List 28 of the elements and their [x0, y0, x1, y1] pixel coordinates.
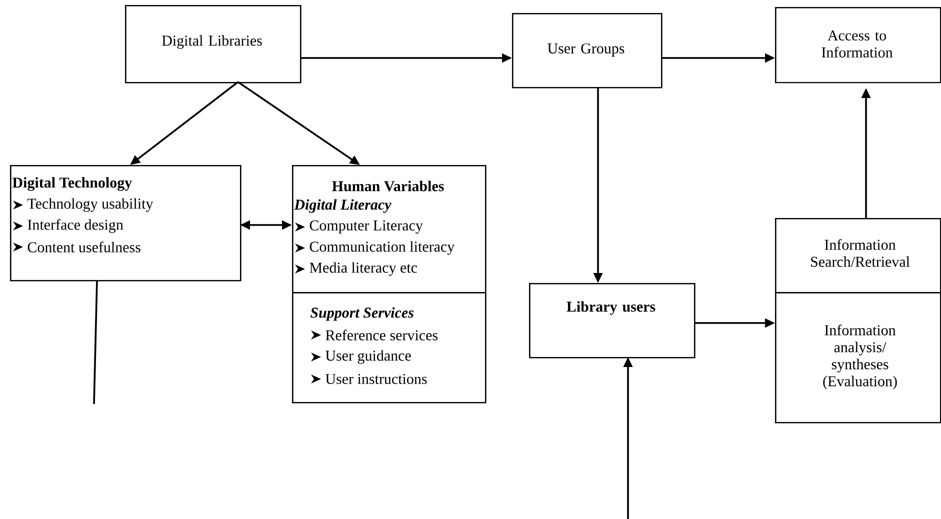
box-label: Access to Information: [822, 30, 893, 58]
list-item: Content usefulness: [13, 242, 140, 252]
process-box: [512, 13, 662, 88]
list-item: Computer Literacy: [295, 220, 423, 234]
process-box: [529, 283, 696, 358]
process-box: [10, 165, 242, 282]
list-item: Interface design: [13, 219, 124, 233]
box-heading: Digital Technology: [12, 177, 132, 191]
process-box: [292, 292, 486, 404]
list-item: Reference services: [311, 330, 438, 340]
box-label: Digital Libraries: [162, 35, 262, 49]
box-heading: Digital Literacy: [294, 199, 392, 213]
process-box: [775, 292, 941, 424]
list-item: Communication literacy: [295, 241, 455, 255]
process-box: [292, 165, 486, 294]
box-label: Library users: [566, 301, 656, 315]
box-label: User Groups: [548, 43, 624, 57]
process-box: [775, 218, 941, 294]
box-label: Information analysis/ syntheses (Evaluation): [823, 324, 897, 390]
list-item: User guidance: [311, 350, 411, 364]
process-box: [125, 5, 302, 84]
process-box: [775, 7, 941, 84]
list-item: User instructions: [311, 374, 427, 384]
box-heading: Human Variables: [332, 180, 444, 192]
box-label: Information Search/Retrieval: [811, 239, 910, 267]
list-item: Media literacy etc: [295, 262, 418, 276]
box-heading: Support Services: [310, 307, 414, 321]
list-item: Technology usability: [13, 198, 154, 212]
